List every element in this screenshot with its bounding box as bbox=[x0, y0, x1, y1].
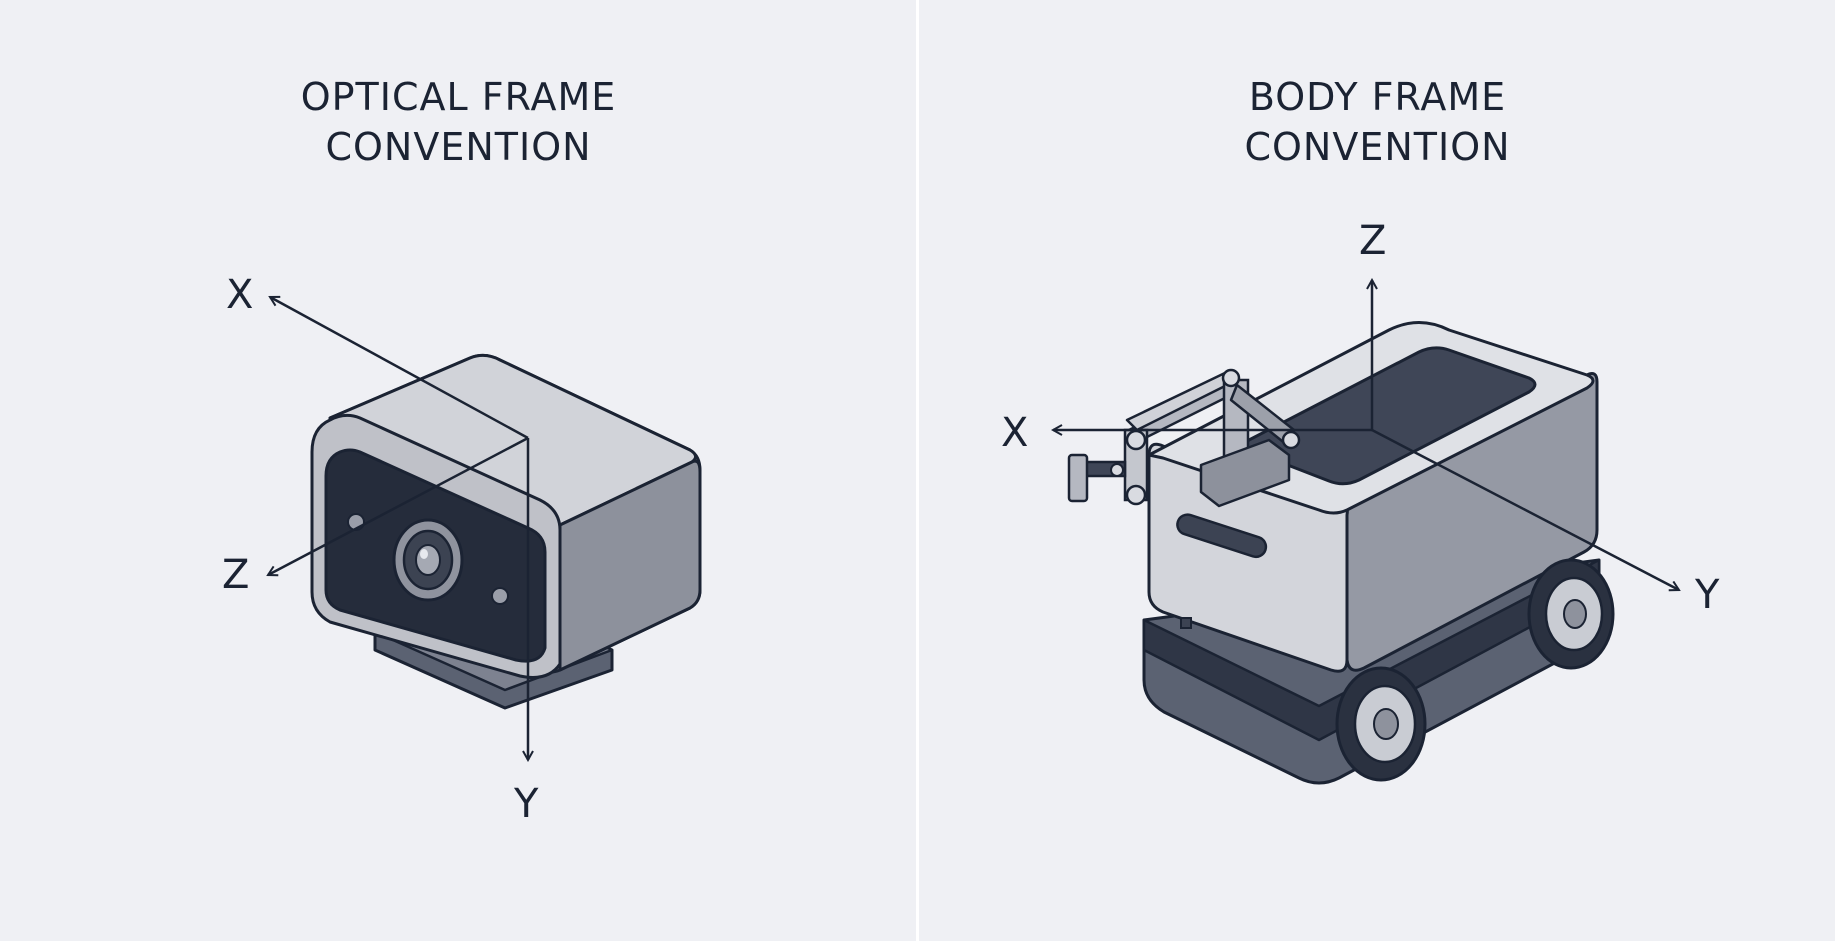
optical-frame-panel: OPTICAL FRAME CONVENTION bbox=[0, 0, 917, 941]
robot-illustration: Z X Y bbox=[1001, 218, 1720, 785]
panel-divider bbox=[916, 0, 919, 941]
optical-frame-title-line2: CONVENTION bbox=[325, 125, 592, 169]
optical-x-axis bbox=[270, 295, 529, 440]
body-frame-title: BODY FRAME CONVENTION bbox=[919, 72, 1835, 172]
optical-z-label: Z bbox=[222, 552, 249, 598]
body-y-axis bbox=[1371, 428, 1679, 590]
robot-indicator bbox=[1180, 617, 1192, 629]
robot-rear-wheel bbox=[1527, 558, 1615, 670]
optical-frame-title: OPTICAL FRAME CONVENTION bbox=[0, 72, 917, 172]
optical-axes bbox=[268, 295, 529, 760]
robot-front-slot bbox=[1176, 513, 1268, 559]
body-y-label: Y bbox=[1694, 572, 1720, 618]
optical-frame-title-line1: OPTICAL FRAME bbox=[300, 75, 617, 119]
camera-lens bbox=[392, 518, 464, 602]
body-x-label: X bbox=[1001, 410, 1028, 456]
optical-z-axis bbox=[268, 436, 529, 575]
camera-illustration: X Y Z bbox=[222, 272, 702, 827]
camera-body bbox=[310, 353, 702, 679]
camera-sensor-right bbox=[491, 587, 509, 605]
robot-front-wheel bbox=[1335, 666, 1427, 782]
robot-arm bbox=[1067, 368, 1301, 508]
body-frame-title-line2: CONVENTION bbox=[1244, 125, 1511, 169]
body-axes bbox=[1053, 280, 1679, 590]
body-z-label: Z bbox=[1359, 218, 1386, 264]
optical-y-label: Y bbox=[513, 781, 539, 827]
optical-x-label: X bbox=[226, 272, 253, 318]
body-frame-panel: BODY FRAME CONVENTION bbox=[919, 0, 1835, 941]
body-frame-title-line1: BODY FRAME bbox=[1248, 75, 1507, 119]
